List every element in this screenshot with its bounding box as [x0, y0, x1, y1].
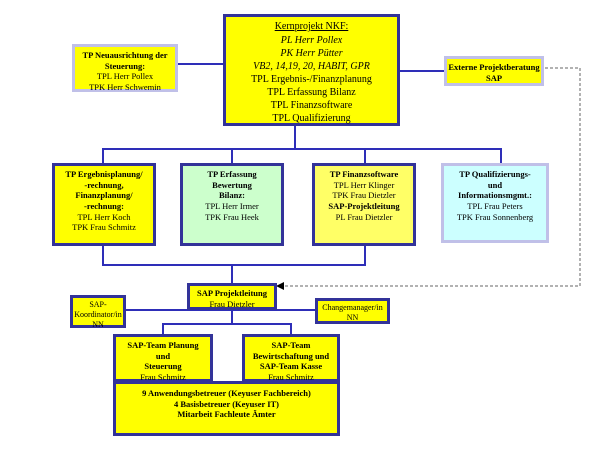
- connector-lower-bus: [102, 264, 366, 266]
- keyuser-line-3: Mitarbeit Fachleute Ämter: [177, 409, 276, 420]
- connector-main-to-right: [399, 70, 445, 72]
- sub1-title-2: -rechnung,: [84, 179, 124, 190]
- team2-title-1: SAP-Team: [271, 340, 311, 350]
- connector-sub2: [231, 148, 233, 164]
- steering-title-1: TP Neuausrichtung der: [82, 50, 168, 60]
- connector-side-roles: [125, 309, 317, 311]
- main-line-1: TPL Ergebnis-/Finanzplanung: [251, 73, 372, 85]
- main-line-4: TPL Qualifizierung: [272, 112, 351, 124]
- connector-sap-lead-down: [231, 308, 233, 324]
- team-budget-box: SAP-Team Bewirtschaftung und SAP-Team Ka…: [242, 334, 340, 382]
- change-manager-box: Changemanager/in NN: [315, 298, 390, 324]
- external-title-1: Externe Projektberatung: [448, 62, 540, 72]
- team2-title-3: SAP-Team Kasse: [259, 361, 323, 372]
- sub1-title-3: Finanzplanung/: [75, 190, 133, 201]
- change-line-1: Changemanager/in: [322, 303, 383, 312]
- sub2-line-2: TPK Frau Heek: [205, 211, 259, 222]
- sub3-title-2: SAP-Projektleitung: [328, 200, 400, 211]
- keyuser-line-1: 9 Anwendungsbetreuer (Keyuser Fachbereic…: [142, 388, 311, 398]
- sub4-line-2: TPK Frau Sonnenberg: [456, 211, 534, 222]
- external-title-2: SAP: [485, 72, 503, 83]
- sub3-line-2: TPK Frau Dietzler: [332, 190, 396, 201]
- sub1-title-4: -rechnung:: [84, 200, 124, 211]
- connector-left-to-main: [178, 63, 224, 65]
- sap-lead-box: SAP Projektleitung Frau Dietzler: [187, 283, 277, 310]
- connector-bus-to-sap-lead: [231, 264, 233, 284]
- connector-subprojects-bus: [102, 148, 502, 150]
- main-italic-line-1: PL Herr Pollex: [280, 34, 343, 46]
- connector-team2: [290, 323, 292, 335]
- main-line-2: TPL Erfassung Bilanz: [267, 86, 356, 98]
- team2-name: Frau Schmitz: [268, 371, 314, 382]
- subproject-qualification-box: TP Qualifizierungs- und Informationsmgmt…: [441, 163, 549, 243]
- connector-sub1: [102, 148, 104, 164]
- sap-coordinator-box: SAP- Koordinator/in NN: [70, 295, 126, 329]
- coord-line-1: SAP-: [89, 300, 107, 309]
- team1-title-1: SAP-Team Planung: [127, 340, 199, 350]
- connector-sub1-down: [102, 245, 104, 265]
- sub1-line-1: TPL Herr Koch: [77, 211, 131, 222]
- team-planning-box: SAP-Team Planung und Steuerung Frau Schm…: [113, 334, 213, 382]
- sub3-line-3: PL Frau Dietzler: [335, 211, 393, 222]
- change-line-2: NN: [346, 313, 359, 322]
- sub3-title-1: TP Finanzsoftware: [329, 169, 399, 179]
- steering-line-1: TPL Herr Pollex: [96, 71, 154, 82]
- team2-title-2: Bewirtschaftung und: [252, 350, 330, 361]
- sub2-title-3: Bilanz:: [219, 190, 245, 201]
- subproject-software-box: TP Finanzsoftware TPL Herr Klinger TPK F…: [312, 163, 416, 246]
- connector-team1: [162, 323, 164, 335]
- steering-line-2: TPK Herr Schwemin: [89, 81, 161, 92]
- external-consulting-box: Externe Projektberatung SAP: [444, 56, 544, 86]
- sub1-line-2: TPK Frau Schmitz: [72, 222, 136, 233]
- sub4-title-1: TP Qualifizierungs-: [459, 169, 531, 179]
- coord-line-2: Koordinator/in: [74, 310, 122, 319]
- connector-teams-bus: [162, 323, 292, 325]
- sub4-title-2: und: [487, 179, 503, 190]
- keyuser-line-2: 4 Basisbetreuer (Keyuser IT): [173, 398, 280, 409]
- sap-lead-name: Frau Dietzler: [209, 298, 255, 309]
- team1-name: Frau Schmitz: [140, 371, 186, 382]
- sub2-line-1: TPL Herr Irmer: [205, 200, 259, 211]
- subproject-balance-box: TP Erfassung Bewertung Bilanz: TPL Herr …: [180, 163, 284, 246]
- main-italic-line-2: PK Herr Pütter: [280, 47, 343, 59]
- sap-lead-title: SAP Projektleitung: [197, 288, 267, 298]
- steering-box: TP Neuausrichtung der Steuerung: TPL Her…: [72, 44, 178, 92]
- main-project-box: Kernprojekt NKF: PL Herr Pollex PK Herr …: [223, 14, 400, 126]
- team1-title-2: und: [155, 350, 171, 361]
- sub4-title-3: Informationsmgmt.:: [458, 190, 532, 201]
- subproject-planning-box: TP Ergebnisplanung/ -rechnung, Finanzpla…: [52, 163, 156, 246]
- sub4-line-1: TPL Frau Peters: [467, 200, 523, 211]
- connector-main-down: [294, 124, 296, 149]
- connector-sub3-down: [364, 245, 366, 265]
- connector-sub3: [364, 148, 366, 164]
- steering-title-2: Steuerung:: [104, 60, 146, 71]
- arrow-head-icon: [276, 282, 284, 290]
- team1-title-3: Steuerung: [144, 361, 182, 372]
- dashed-line-external-to-sap-lead: [282, 67, 581, 287]
- sub3-line-1: TPL Herr Klinger: [333, 179, 395, 190]
- main-title: Kernprojekt NKF:: [274, 21, 349, 32]
- sub2-title-1: TP Erfassung: [207, 169, 257, 179]
- main-italic-line-3: VB2, 14,19, 20, HABIT, GPR: [253, 60, 370, 72]
- sub1-title-1: TP Ergebnisplanung/: [65, 169, 143, 179]
- coord-line-3: NN: [92, 320, 104, 329]
- connector-sub4: [500, 148, 502, 164]
- main-line-3: TPL Finanzsoftware: [270, 99, 353, 111]
- sub2-title-2: Bewertung: [212, 179, 252, 190]
- keyuser-box: 9 Anwendungsbetreuer (Keyuser Fachbereic…: [113, 381, 340, 436]
